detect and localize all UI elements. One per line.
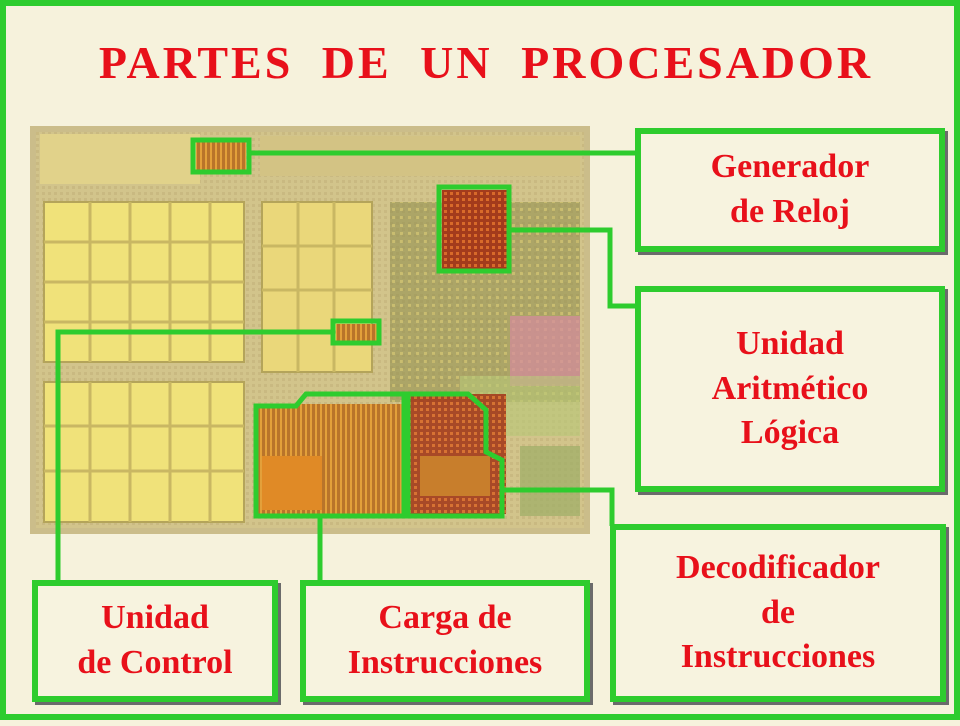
label-alu: Unidad Aritmético Lógica	[635, 286, 945, 492]
label-instruction-fetch: Carga de Instrucciones	[300, 580, 590, 702]
processor-die-image	[30, 126, 590, 534]
processor-die-drawing	[30, 126, 590, 534]
slide-title: PARTES DE UN PROCESADOR	[98, 37, 874, 88]
label-clock-generator: Generador de Reloj	[635, 128, 945, 252]
label-control-unit: Unidad de Control	[32, 580, 278, 702]
label-decoder: Decodificador de Instrucciones	[610, 524, 946, 702]
